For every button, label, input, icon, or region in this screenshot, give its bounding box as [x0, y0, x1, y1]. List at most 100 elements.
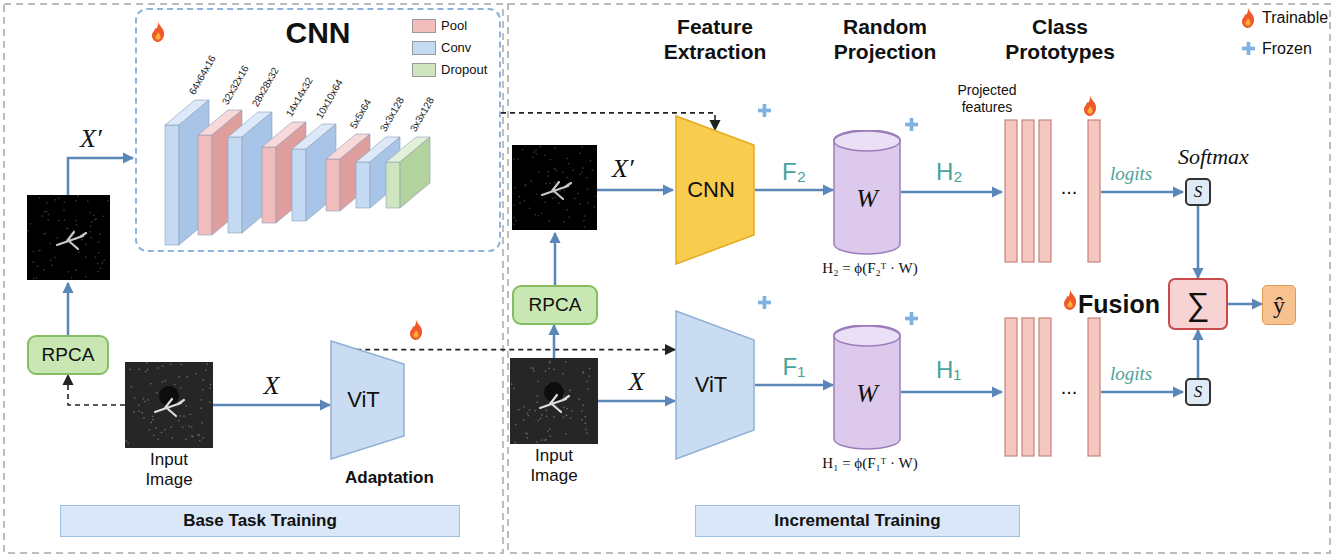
- feature-symbol: H₂: [936, 158, 963, 186]
- stage-label: Adaptation: [345, 468, 434, 488]
- input-image: Input Image: [125, 362, 213, 490]
- node-text: ŷ: [1273, 292, 1285, 319]
- node-text: CNN: [675, 177, 755, 203]
- node-text: Incremental Training: [774, 511, 940, 531]
- logits-label: logits: [1110, 363, 1152, 385]
- frozen-icon: [758, 296, 771, 309]
- logits-label: logits: [1110, 163, 1152, 185]
- connector: [356, 349, 675, 351]
- legend-text: Pool: [441, 18, 467, 33]
- output-box: ŷ: [1262, 285, 1296, 325]
- layer-face: [326, 159, 340, 211]
- connector: [755, 189, 833, 192]
- encoder-trapezoid: CNN: [675, 115, 755, 265]
- trainable-icon: [1242, 8, 1254, 28]
- layer-face: [370, 137, 400, 208]
- image-picture: [125, 362, 213, 448]
- ellipsis: ...: [1053, 176, 1085, 199]
- legend-item: Conv: [412, 40, 471, 55]
- trainable-icon: [410, 320, 422, 340]
- layer-face: [276, 122, 306, 223]
- rpca-image: [27, 195, 110, 280]
- node-text: S: [1194, 382, 1203, 402]
- layer-face: [228, 137, 242, 233]
- projection-cylinder: W: [833, 130, 901, 255]
- panel-border: [508, 4, 1330, 553]
- layer-face: [356, 162, 370, 208]
- connector: [598, 400, 675, 403]
- frozen-icon: [758, 104, 771, 117]
- layer-dimension: 3x3x128: [408, 95, 437, 134]
- trainable-icon: [1064, 290, 1076, 310]
- fusion-box: Fusion ∑: [1078, 278, 1228, 330]
- layer-face: [386, 162, 400, 208]
- node-text: ViT: [330, 387, 405, 413]
- layer-dimension: 32x32x16: [220, 63, 252, 107]
- softmax-box: S: [1185, 178, 1211, 206]
- connector: [553, 325, 556, 358]
- connector: [213, 404, 330, 407]
- legend-item: Dropout: [412, 62, 487, 77]
- layer-face: [165, 125, 179, 245]
- layer-dimension: 64x64x16: [187, 53, 219, 97]
- legend-item: Pool: [412, 18, 467, 33]
- softmax-label: Softmax: [1178, 144, 1249, 170]
- encoder-trapezoid: ViT: [675, 310, 755, 460]
- legend-item: Frozen: [1262, 40, 1312, 58]
- layer-face: [292, 149, 306, 221]
- annotation: Projected features: [942, 82, 1032, 116]
- trainable-icon: [152, 22, 164, 42]
- legend-text: Trainable: [1262, 9, 1328, 27]
- column-heading: Class Prototypes: [995, 14, 1125, 64]
- frozen-icon: [1242, 42, 1255, 55]
- layer-face: [340, 134, 370, 211]
- edge-label: F₂: [780, 158, 808, 186]
- input-symbol: X′: [80, 124, 102, 154]
- layer-dimension: 3x3x128: [378, 95, 407, 134]
- frozen-icon: [905, 312, 918, 325]
- softmax-box: S: [1185, 378, 1211, 406]
- panel-border: [4, 4, 503, 553]
- projection-cylinder: W: [833, 325, 901, 450]
- layer-face: [198, 135, 212, 235]
- layer-dimension: 28x28x32: [250, 65, 282, 109]
- image-picture: [510, 358, 598, 444]
- legend-text: Dropout: [441, 62, 487, 77]
- ellipsis: ...: [1053, 376, 1085, 399]
- legend-swatch: [412, 41, 436, 55]
- frozen-icon: [905, 118, 918, 131]
- node-text: S: [1194, 182, 1203, 202]
- column-heading: Feature Extraction: [650, 14, 780, 64]
- feature-symbol: H₁: [936, 356, 961, 384]
- process-box: RPCA: [512, 285, 598, 325]
- connector: [68, 375, 125, 405]
- formula: H₁ = ϕ(F₁ᵀ · W): [795, 455, 945, 472]
- legend-item: Trainable: [1262, 9, 1328, 27]
- connector: [1197, 330, 1200, 378]
- edge-label: X: [262, 371, 282, 401]
- connector: [755, 384, 833, 387]
- prototype-bars: [1005, 120, 1100, 456]
- layer-face: [400, 137, 430, 208]
- trainable-icon: [1084, 96, 1096, 116]
- stage-band: Incremental Training: [695, 505, 1020, 537]
- legend-swatch: [412, 19, 436, 33]
- layer-dimension: 10x10x64: [314, 77, 346, 121]
- column-heading: Random Projection: [820, 14, 950, 64]
- node-text: RPCA: [529, 294, 582, 316]
- node-text: Input Image: [510, 446, 598, 486]
- rpca-image: [512, 145, 597, 230]
- flow-arrows: [68, 158, 1183, 392]
- edge-label: F₁: [781, 353, 808, 381]
- legend-text: Frozen: [1262, 40, 1312, 58]
- node-text: ∑: [1187, 286, 1210, 323]
- node-text: Fusion: [1078, 290, 1160, 319]
- encoder-trapezoid: ViT: [330, 340, 405, 460]
- node-text: Input Image: [125, 450, 213, 490]
- node-text: ViT: [675, 372, 755, 398]
- formula: H₂ = ϕ(F₂ᵀ · W): [795, 260, 945, 277]
- sum-box: ∑: [1168, 278, 1228, 330]
- node-text: Base Task Training: [183, 511, 337, 531]
- edge-label: X: [627, 367, 647, 397]
